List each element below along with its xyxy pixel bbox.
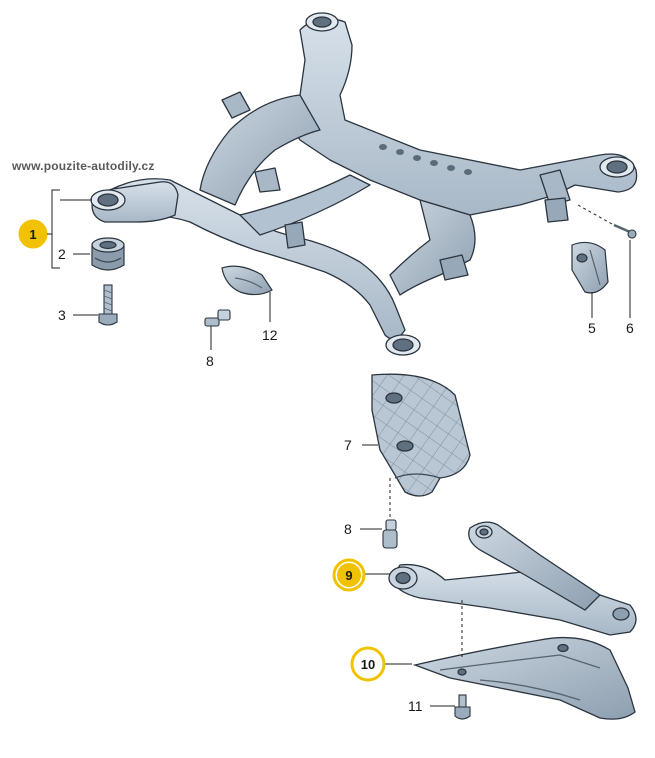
callout-3: 3 — [58, 307, 66, 323]
callout-9: 9 — [332, 558, 366, 592]
clip-icon — [204, 309, 231, 327]
wishbone-icon — [388, 521, 637, 636]
bolt-icon — [98, 284, 118, 326]
callout-7: 7 — [344, 437, 352, 453]
callout-2: 2 — [58, 246, 66, 262]
callout-8-lower: 8 — [344, 521, 352, 537]
clip-icon — [382, 519, 398, 549]
heat-shield-icon — [221, 265, 273, 296]
callout-12: 12 — [262, 327, 278, 343]
callout-10: 10 — [350, 646, 386, 682]
svg-text:10: 10 — [361, 657, 375, 672]
svg-text:1: 1 — [29, 227, 36, 242]
callout-8-upper: 8 — [206, 353, 214, 369]
callout-5: 5 — [588, 320, 596, 336]
guard-plate-icon — [371, 373, 471, 497]
bracket-icon — [571, 241, 609, 294]
callout-11: 11 — [408, 698, 423, 714]
leader-lines — [51, 189, 631, 707]
callout-1: 1 — [18, 219, 52, 249]
rubber-bushing-icon — [91, 237, 125, 271]
underbody-cover-icon — [412, 636, 636, 720]
screw-icon — [613, 223, 637, 239]
svg-text:9: 9 — [345, 568, 352, 583]
callout-6: 6 — [626, 320, 634, 336]
rear-subframe-icon — [90, 12, 638, 356]
screw-icon — [454, 694, 471, 720]
watermark-text: www.pouzite-autodily.cz — [12, 159, 155, 173]
